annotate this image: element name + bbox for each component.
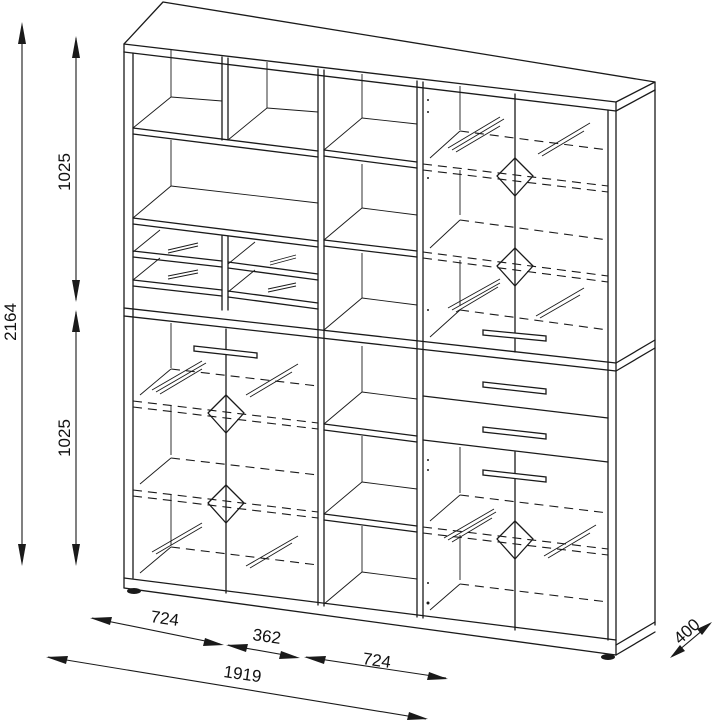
module-upper-right — [422, 86, 609, 353]
door-handle — [482, 329, 547, 342]
module-upper-middle — [323, 74, 418, 331]
label-total-height: 2164 — [1, 303, 20, 341]
foot-right — [601, 654, 615, 660]
module-lower-left — [132, 323, 319, 594]
dimension-right-width — [305, 656, 447, 679]
label-upper-height: 1025 — [55, 153, 74, 191]
drawer-handle — [482, 426, 547, 440]
diamond-ornament — [207, 484, 245, 524]
dimension-total-width — [47, 656, 427, 720]
top-surface — [123, 1, 656, 103]
label-middle-width: 362 — [251, 625, 282, 648]
diamond-ornament — [496, 157, 534, 197]
diamond-ornament — [496, 247, 534, 287]
diamond-ornament — [207, 394, 245, 434]
label-lower-height: 1025 — [55, 419, 74, 457]
dimension-left-width — [91, 617, 221, 645]
diamond-ornament — [496, 520, 534, 560]
label-total-width: 1919 — [222, 662, 262, 686]
cabinet-body — [123, 1, 656, 660]
module-lower-middle — [323, 346, 418, 605]
label-right-width: 724 — [361, 649, 392, 672]
door-handle — [482, 469, 547, 483]
drawer-handle — [482, 381, 547, 395]
module-upper-left — [132, 50, 319, 311]
label-depth: 400 — [670, 615, 704, 648]
door-handle — [193, 345, 258, 359]
dimension-lines — [18, 22, 712, 720]
module-lower-right — [422, 381, 609, 631]
foot-left — [127, 588, 141, 594]
label-left-width: 724 — [149, 607, 180, 630]
